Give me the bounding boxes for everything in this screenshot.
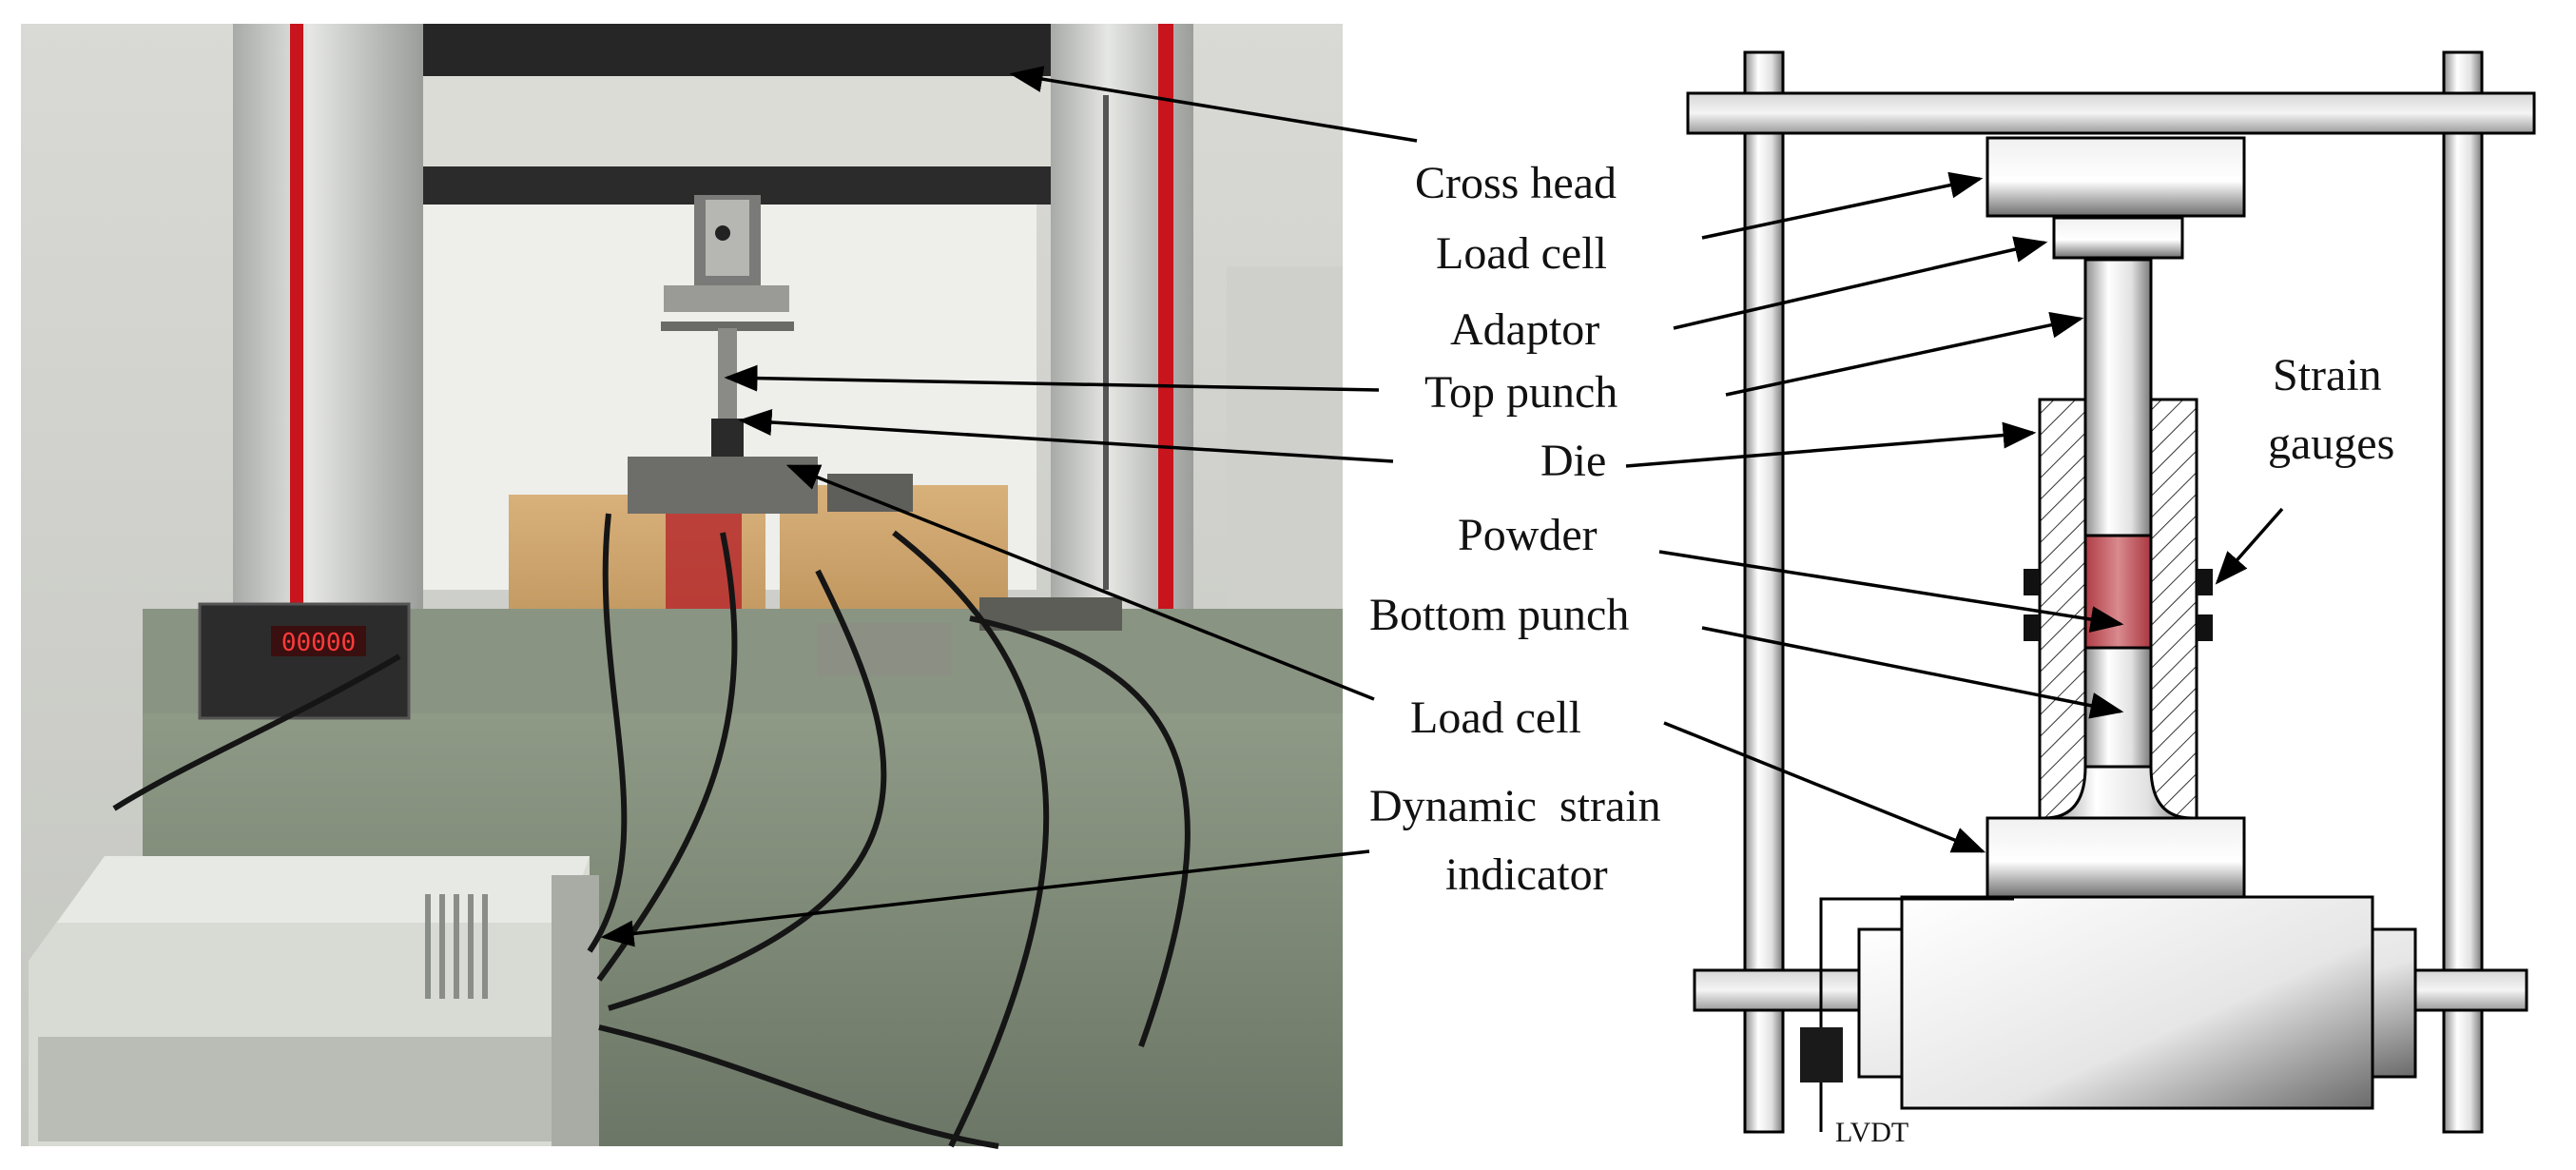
control-box: [818, 623, 951, 675]
label-load-cell-top: Load cell: [1436, 228, 1607, 279]
label-top-punch: Top punch: [1424, 367, 1617, 418]
left-guide-rod: [1743, 50, 1785, 1134]
strain-gauge-markers: [2024, 569, 2213, 641]
powder-compact: [2083, 534, 2153, 650]
leader-arrows: [600, 66, 2284, 947]
arrow-adaptor: [1673, 236, 2048, 330]
display-readout: 00000: [281, 629, 356, 657]
label-gauges: gauges: [2268, 419, 2394, 469]
bottom-load-cell: [1985, 816, 2246, 899]
label-lvdt: LVDT: [1835, 1117, 1908, 1148]
left-column: [233, 24, 423, 642]
instrument-vents: [425, 894, 488, 999]
label-load-cell-bottom: Load cell: [1410, 692, 1581, 743]
arrow-load-cell-top: [1701, 171, 1984, 240]
display-screen: [271, 626, 366, 656]
label-indicator: indicator: [1445, 849, 1608, 900]
die-right-wall: [2149, 398, 2198, 820]
fixture-plate: [664, 285, 789, 312]
arrow-die-schematic: [1625, 421, 2037, 468]
schematic: [1636, 24, 2566, 1146]
arrow-die-photo: [738, 409, 1394, 463]
right-column-red-strip: [1158, 24, 1173, 642]
arrow-strain-gauges: [2215, 507, 2284, 585]
load-cell-block: [628, 457, 818, 514]
arrow-cross-head: [1009, 66, 1418, 143]
label-powder: Powder: [1458, 510, 1598, 560]
strain-indicator-side: [552, 875, 599, 1146]
label-strain: Strain: [2273, 350, 2382, 400]
left-column-red-strip: [290, 24, 303, 614]
digital-display: [198, 602, 411, 720]
fixture-bolt: [715, 225, 730, 241]
right-guide-rod: [2442, 50, 2484, 1134]
arrow-dynamic-strain: [600, 849, 1370, 947]
label-bottom-punch: Bottom punch: [1369, 590, 1629, 640]
photo-die: [711, 419, 744, 457]
adaptor: [2052, 216, 2184, 260]
instrument-front-panel: [38, 1037, 552, 1141]
arrow-top-punch-schematic: [1725, 311, 2084, 397]
label-cross-head: Cross head: [1415, 158, 1617, 208]
top-cross-head-plate: [1686, 91, 2536, 135]
fixture-plate-shadow: [661, 322, 794, 331]
arrow-bottom-punch: [1701, 626, 2124, 719]
actuator-body: [1900, 895, 2374, 1110]
lvdt-sensor: [1800, 1027, 1843, 1082]
guide-rod: [1103, 95, 1109, 590]
strain-indicator-top: [57, 856, 590, 923]
arrow-top-punch-photo: [724, 364, 1380, 392]
cables: [112, 513, 1191, 1149]
arrow-powder: [1658, 550, 2124, 633]
arrow-load-cell-bottom: [1663, 721, 1986, 853]
die-left-wall: [2038, 398, 2087, 820]
cross-head-beam: [399, 76, 1065, 171]
setup-photo: 00000: [21, 24, 1343, 1149]
label-dynamic-strain: Dynamic strain: [1369, 781, 1661, 831]
label-adaptor: Adaptor: [1450, 304, 1599, 355]
top-load-cell: [1985, 136, 2246, 218]
side-cabinet: [1227, 266, 1343, 666]
labels: Cross head Load cell Adaptor Top punch D…: [1369, 158, 2394, 1148]
arrow-load-cell-photo: [785, 464, 1375, 701]
clamp-block: [827, 474, 913, 512]
label-die: Die: [1540, 436, 1606, 486]
top-punch: [2083, 258, 2153, 537]
